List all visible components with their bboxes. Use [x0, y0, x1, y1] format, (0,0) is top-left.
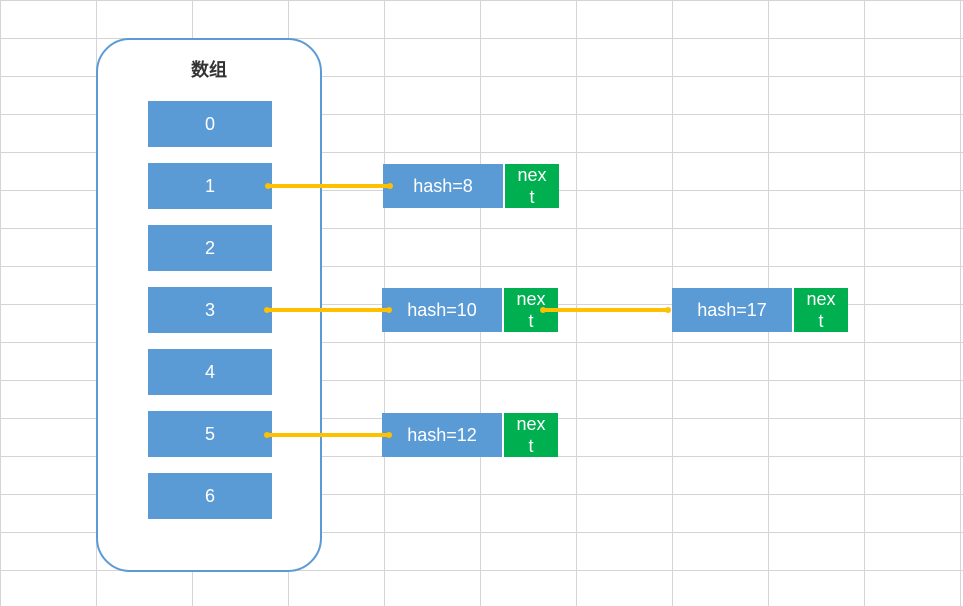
node-hash-label: hash=12 — [382, 413, 504, 457]
array-cell-5: 5 — [148, 411, 272, 457]
node-hash-label: hash=8 — [383, 164, 505, 208]
array-cell-4: 4 — [148, 349, 272, 395]
array-cell-0: 0 — [148, 101, 272, 147]
array-cell-3: 3 — [148, 287, 272, 333]
array-cell-6: 6 — [148, 473, 272, 519]
node-next-pointer: next — [504, 413, 558, 457]
arrow-endpoint — [665, 307, 671, 313]
node-hash-label: hash=10 — [382, 288, 504, 332]
arrow-endpoint — [265, 183, 271, 189]
list-node-hash-12: hash=12 next — [382, 413, 558, 457]
list-node-hash-10: hash=10 next — [382, 288, 558, 332]
list-node-hash-8: hash=8 next — [383, 164, 559, 208]
arrow-endpoint — [386, 307, 392, 313]
arrow-endpoint — [264, 307, 270, 313]
arrow-endpoint — [387, 183, 393, 189]
arrow-endpoint — [540, 307, 546, 313]
list-node-hash-17: hash=17 next — [672, 288, 848, 332]
node-next-pointer: next — [794, 288, 848, 332]
node-next-pointer: next — [504, 288, 558, 332]
node-hash-label: hash=17 — [672, 288, 794, 332]
array-title: 数组 — [191, 60, 227, 81]
array-cell-2: 2 — [148, 225, 272, 271]
array-cell-1: 1 — [148, 163, 272, 209]
arrow-endpoint — [386, 432, 392, 438]
node-next-pointer: next — [505, 164, 559, 208]
arrow-endpoint — [264, 432, 270, 438]
